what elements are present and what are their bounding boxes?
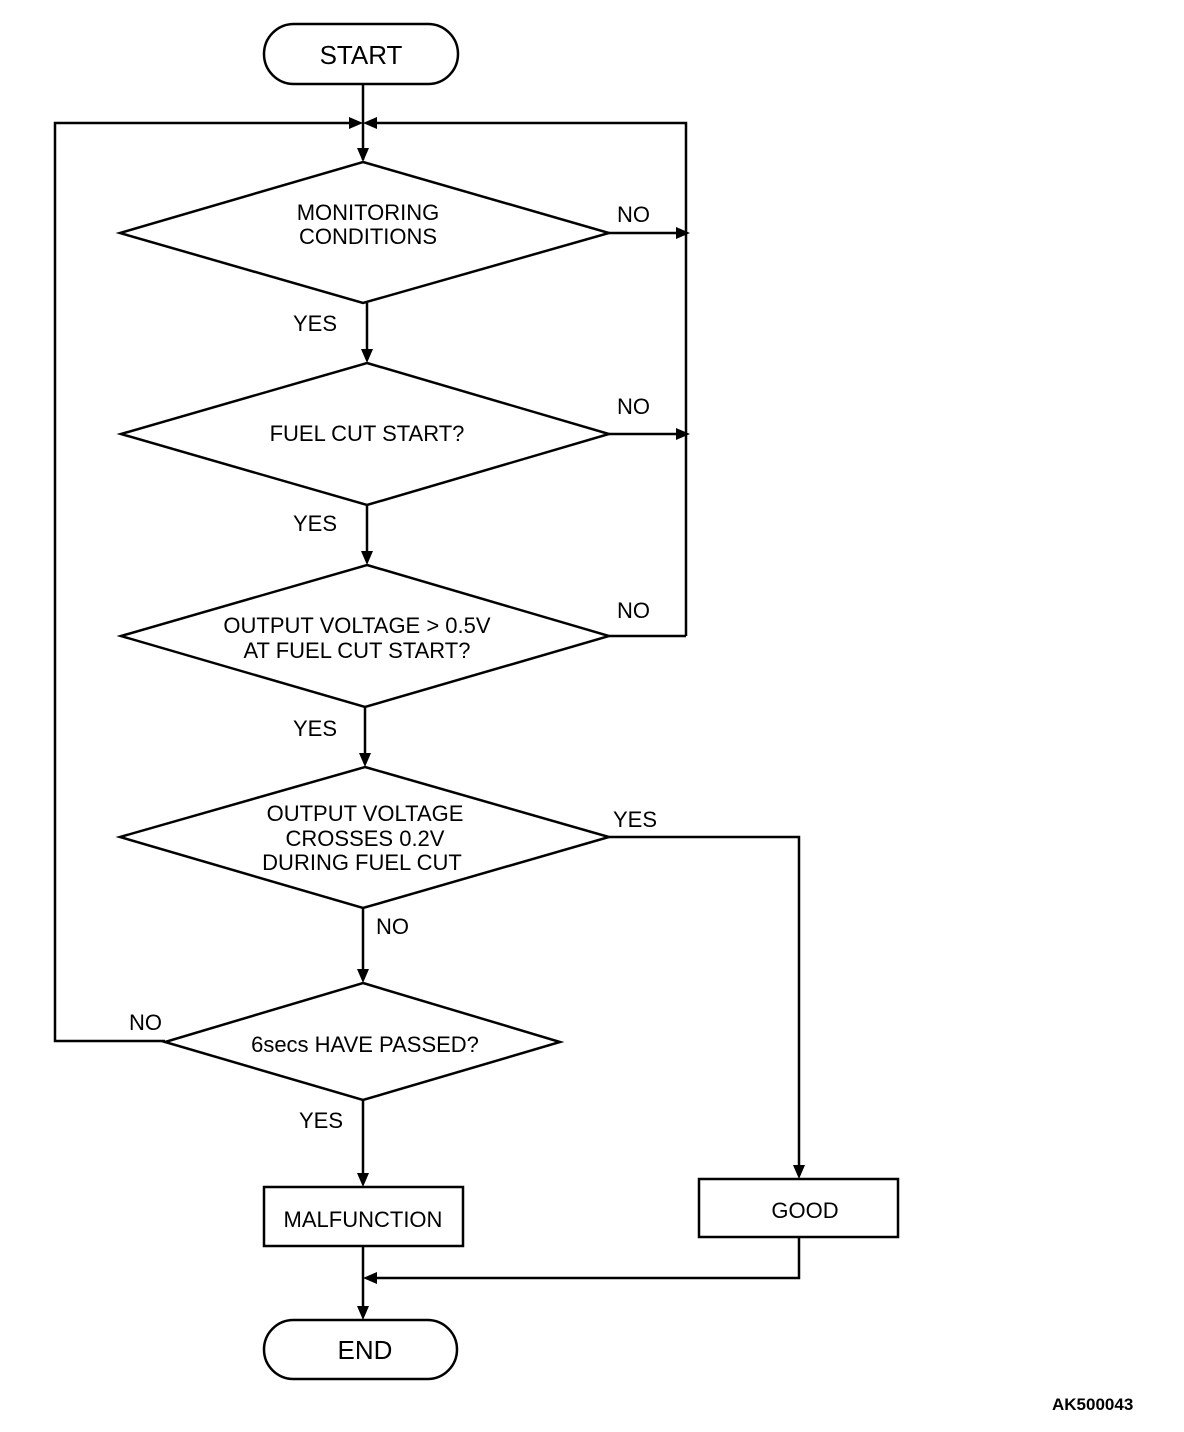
arrow-into-voltage-cross (359, 753, 371, 767)
start-label: START (320, 40, 403, 70)
arrow-into-end (357, 1306, 369, 1320)
arrow-into-fuel-cut (361, 349, 373, 363)
voltage-cross-label-line2: CROSSES 0.2V (286, 826, 445, 851)
start-node: START (262, 22, 460, 86)
six-secs-yes-label: YES (299, 1108, 343, 1133)
monitoring-yes-label: YES (293, 311, 337, 336)
monitoring-label-line1: MONITORING (297, 200, 440, 225)
voltage-cross-label-line3: DURING FUEL CUT (262, 850, 462, 875)
voltage-cross-decision (115, 765, 614, 910)
voltage-cross-yes-label: YES (613, 807, 657, 832)
voltage-start-node: OUTPUT VOLTAGE > 0.5V AT FUEL CUT START? (116, 563, 614, 709)
end-node: END (262, 1318, 459, 1381)
fuel-cut-yes-label: YES (293, 511, 337, 536)
end-terminal (262, 1318, 459, 1381)
good-label: GOOD (771, 1198, 838, 1223)
connectors (53, 84, 801, 1309)
start-terminal (262, 22, 460, 86)
six-secs-decision (160, 981, 565, 1102)
voltage-cross-node: OUTPUT VOLTAGE CROSSES 0.2V DURING FUEL … (115, 765, 614, 910)
edge-voltage-cross-yes (609, 835, 801, 1168)
fuel-cut-node: FUEL CUT START? (116, 361, 614, 507)
fuel-cut-decision (116, 361, 614, 507)
edge-right-no-loop (374, 121, 688, 636)
arrow-into-malfunction (357, 1173, 369, 1187)
voltage-start-yes-label: YES (293, 716, 337, 741)
malfunction-node: MALFUNCTION (262, 1185, 465, 1248)
edge-six-secs-no-loop (53, 121, 352, 1043)
malfunction-box (262, 1185, 465, 1248)
arrow-good-merge (363, 1272, 377, 1284)
reference-code: AK500043 (1052, 1395, 1133, 1414)
arrowheads (349, 117, 805, 1320)
six-secs-node: 6secs HAVE PASSED? (160, 981, 565, 1102)
arrow-into-voltage-start (361, 551, 373, 565)
voltage-start-no-label: NO (617, 598, 650, 623)
voltage-start-label-line2: AT FUEL CUT START? (244, 638, 471, 663)
arrow-into-six-secs (357, 969, 369, 983)
monitoring-no-label: NO (617, 202, 650, 227)
voltage-cross-no-label: NO (376, 914, 409, 939)
fuel-cut-label: FUEL CUT START? (270, 421, 465, 446)
voltage-start-label-line1: OUTPUT VOLTAGE > 0.5V (223, 613, 490, 638)
monitoring-decision (115, 160, 614, 305)
voltage-start-decision (116, 563, 614, 709)
good-node: GOOD (697, 1177, 900, 1239)
arrow-into-monitoring (357, 148, 369, 162)
six-secs-no-label: NO (129, 1010, 162, 1035)
fuel-cut-no-label: NO (617, 394, 650, 419)
arrow-merge-left (349, 117, 363, 129)
arrow-monitoring-no (676, 227, 690, 239)
edge-good-to-end (374, 1237, 801, 1280)
arrow-merge-right (363, 117, 377, 129)
six-secs-label: 6secs HAVE PASSED? (251, 1032, 479, 1057)
monitoring-label-line2: CONDITIONS (299, 224, 437, 249)
edge-labels: NO YES NO YES NO YES YES NO NO YES (129, 202, 657, 1133)
voltage-cross-label-line1: OUTPUT VOLTAGE (267, 801, 464, 826)
malfunction-label: MALFUNCTION (284, 1207, 443, 1232)
end-label: END (338, 1335, 393, 1365)
monitoring-node: MONITORING CONDITIONS (115, 160, 614, 305)
arrow-fuel-cut-no (676, 428, 690, 440)
arrow-into-good (793, 1165, 805, 1179)
good-box (697, 1177, 900, 1239)
